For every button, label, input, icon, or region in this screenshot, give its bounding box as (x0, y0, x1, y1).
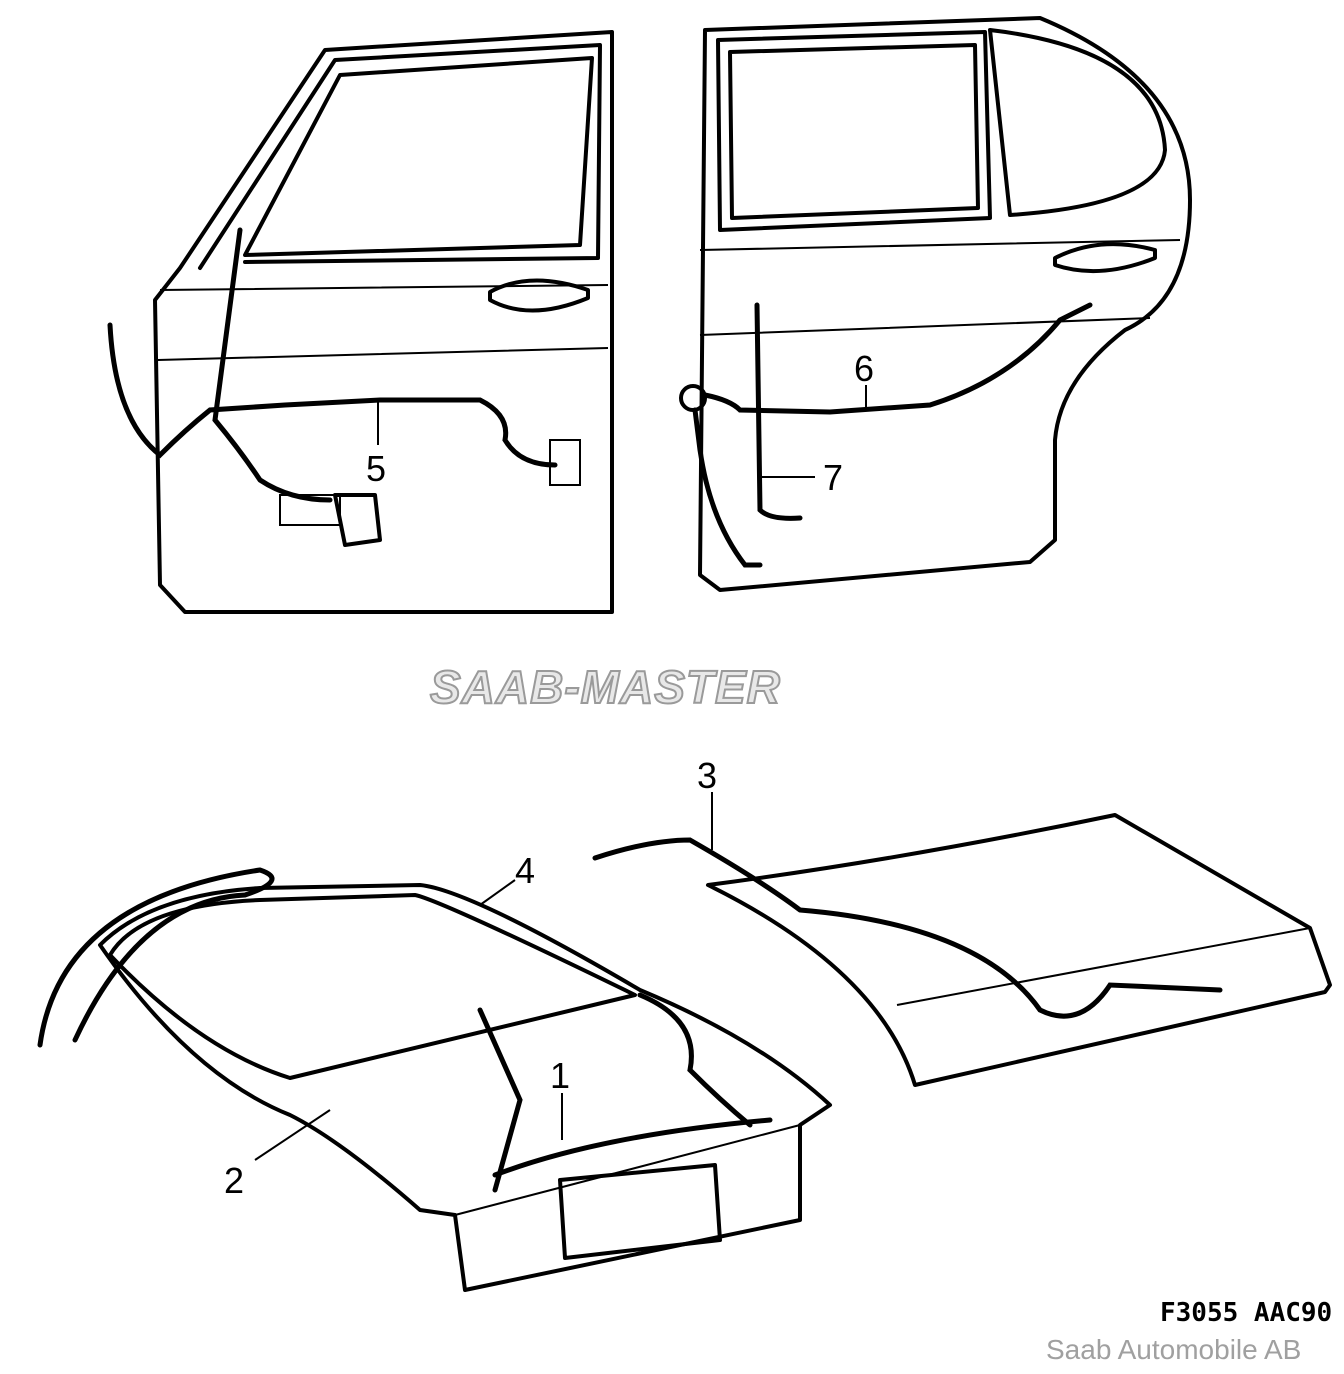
callout-4: 4 (515, 850, 536, 891)
trunk-lid (706, 813, 1332, 1087)
rear-door-harness (679, 302, 1093, 568)
trunk-lid-harness (592, 837, 1223, 1019)
front-door (153, 30, 614, 614)
leader-lines (254, 385, 867, 1161)
tailgate-harness (37, 867, 773, 1193)
copyright: Saab Automobile AB (1046, 1334, 1302, 1365)
callout-7: 7 (823, 457, 844, 498)
callout-2: 2 (224, 1160, 245, 1201)
callout-6: 6 (854, 348, 875, 389)
figure-code: F3055 AAC90 (1160, 1298, 1333, 1328)
watermark: SAAB-MASTER (429, 660, 781, 714)
rear-door (698, 16, 1192, 592)
callout-3: 3 (697, 755, 718, 796)
callout-5: 5 (366, 448, 387, 489)
tailgate (98, 883, 832, 1292)
front-door-harness (107, 227, 581, 547)
callout-1: 1 (550, 1055, 571, 1096)
